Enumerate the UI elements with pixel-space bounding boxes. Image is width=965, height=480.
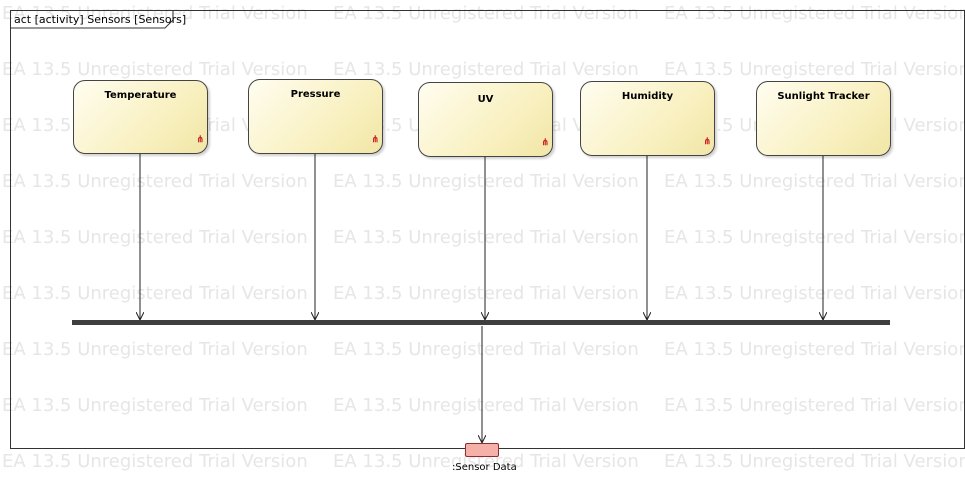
sensor-data-label: :Sensor Data — [452, 462, 517, 473]
action-label: Temperature — [104, 90, 177, 101]
action-label: Humidity — [621, 91, 674, 102]
rake-icon: ⋔ — [541, 137, 549, 147]
action-temperature[interactable]: Temperature ⋔ — [73, 80, 208, 154]
rake-icon: ⋔ — [371, 134, 379, 144]
rake-icon: ⋔ — [703, 136, 711, 146]
action-label: Pressure — [290, 89, 341, 100]
frame-label: act [activity] Sensors [Sensors] — [14, 13, 187, 26]
action-label: Sunlight Tracker — [777, 91, 870, 102]
rake-icon: ⋔ — [196, 134, 204, 144]
action-uv[interactable]: UV ⋔ — [418, 82, 553, 157]
sensor-data-pin[interactable] — [465, 443, 499, 457]
join-bar[interactable] — [72, 320, 890, 325]
action-humidity[interactable]: Humidity ⋔ — [580, 81, 715, 156]
action-sunlight-tracker[interactable]: Sunlight Tracker — [756, 81, 891, 156]
action-pressure[interactable]: Pressure ⋔ — [248, 79, 383, 154]
action-label: UV — [477, 94, 494, 105]
frame-name-tab — [10, 10, 174, 29]
